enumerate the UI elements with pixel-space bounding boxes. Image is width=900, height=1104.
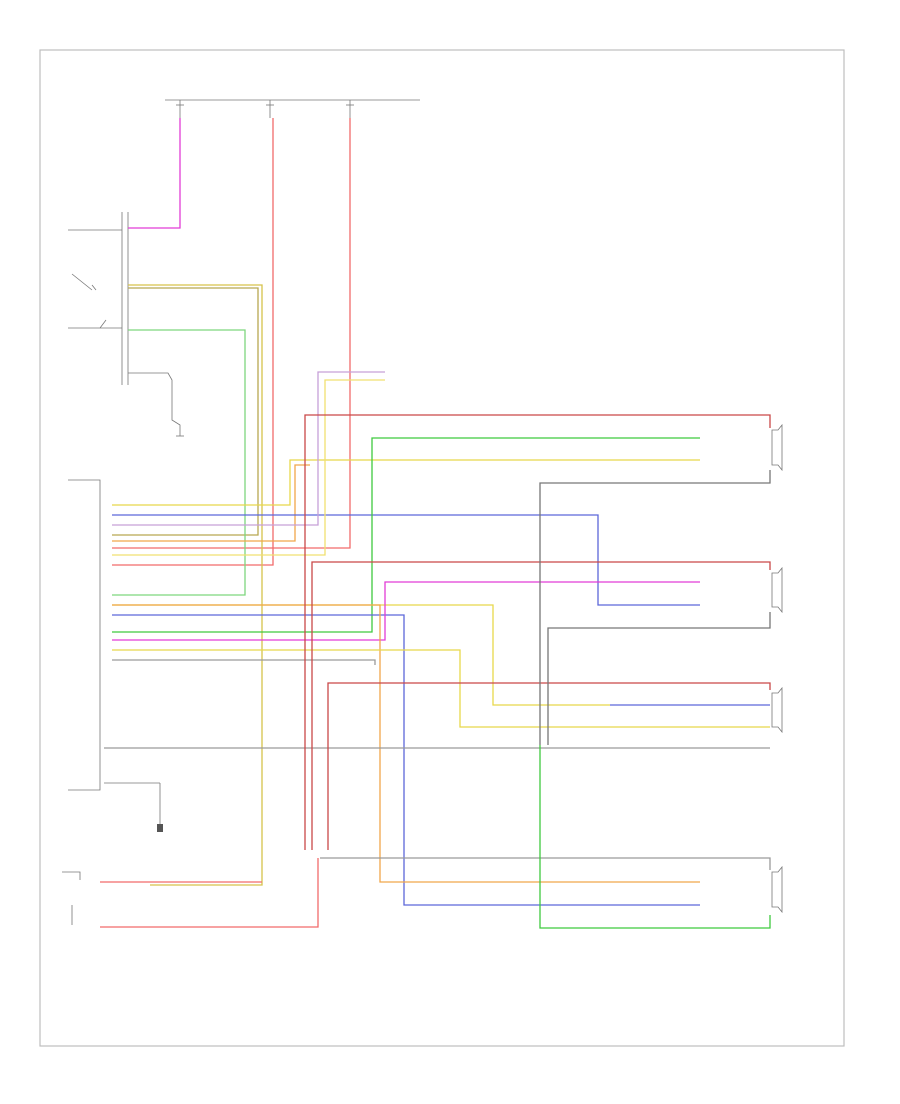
- wire-yellow: [128, 284, 263, 886]
- wire-blue: [112, 614, 700, 906]
- wire-darkred: [327, 682, 771, 850]
- wire-yellow: [112, 649, 610, 728]
- wire-darkred: [311, 561, 771, 850]
- speaker-icon: [771, 423, 783, 914]
- diagram-frame: [39, 49, 845, 1047]
- wire-red: [112, 118, 351, 549]
- ground-icon: [157, 824, 163, 832]
- wire-darkred: [304, 414, 771, 850]
- left-module: [68, 212, 184, 437]
- wire-violet: [112, 371, 385, 526]
- wire-orange: [112, 464, 310, 542]
- wire-yellow: [112, 604, 610, 706]
- wire-gray: [112, 659, 376, 665]
- wire-pink: [128, 118, 181, 229]
- switch-icon: [71, 273, 93, 291]
- wires: [100, 118, 771, 929]
- wire-pink: [112, 581, 700, 641]
- wire-green: [539, 745, 771, 929]
- wire-dark: [547, 612, 771, 745]
- wire-red: [112, 118, 274, 566]
- wire-dark: [539, 470, 771, 745]
- fuse-block: [165, 99, 420, 118]
- radio-unit: [68, 479, 163, 832]
- wire-blue: [112, 514, 700, 606]
- bottom-switch: [62, 871, 81, 925]
- wire-yellow: [112, 459, 700, 506]
- wire-yellow: [112, 379, 385, 556]
- wire-green: [112, 437, 700, 633]
- wire-red: [100, 858, 319, 928]
- wire-orange: [112, 604, 700, 883]
- switch-icon: [99, 319, 107, 329]
- wire-gray: [320, 857, 771, 870]
- wire-olive: [112, 287, 259, 536]
- wire-green: [112, 329, 246, 596]
